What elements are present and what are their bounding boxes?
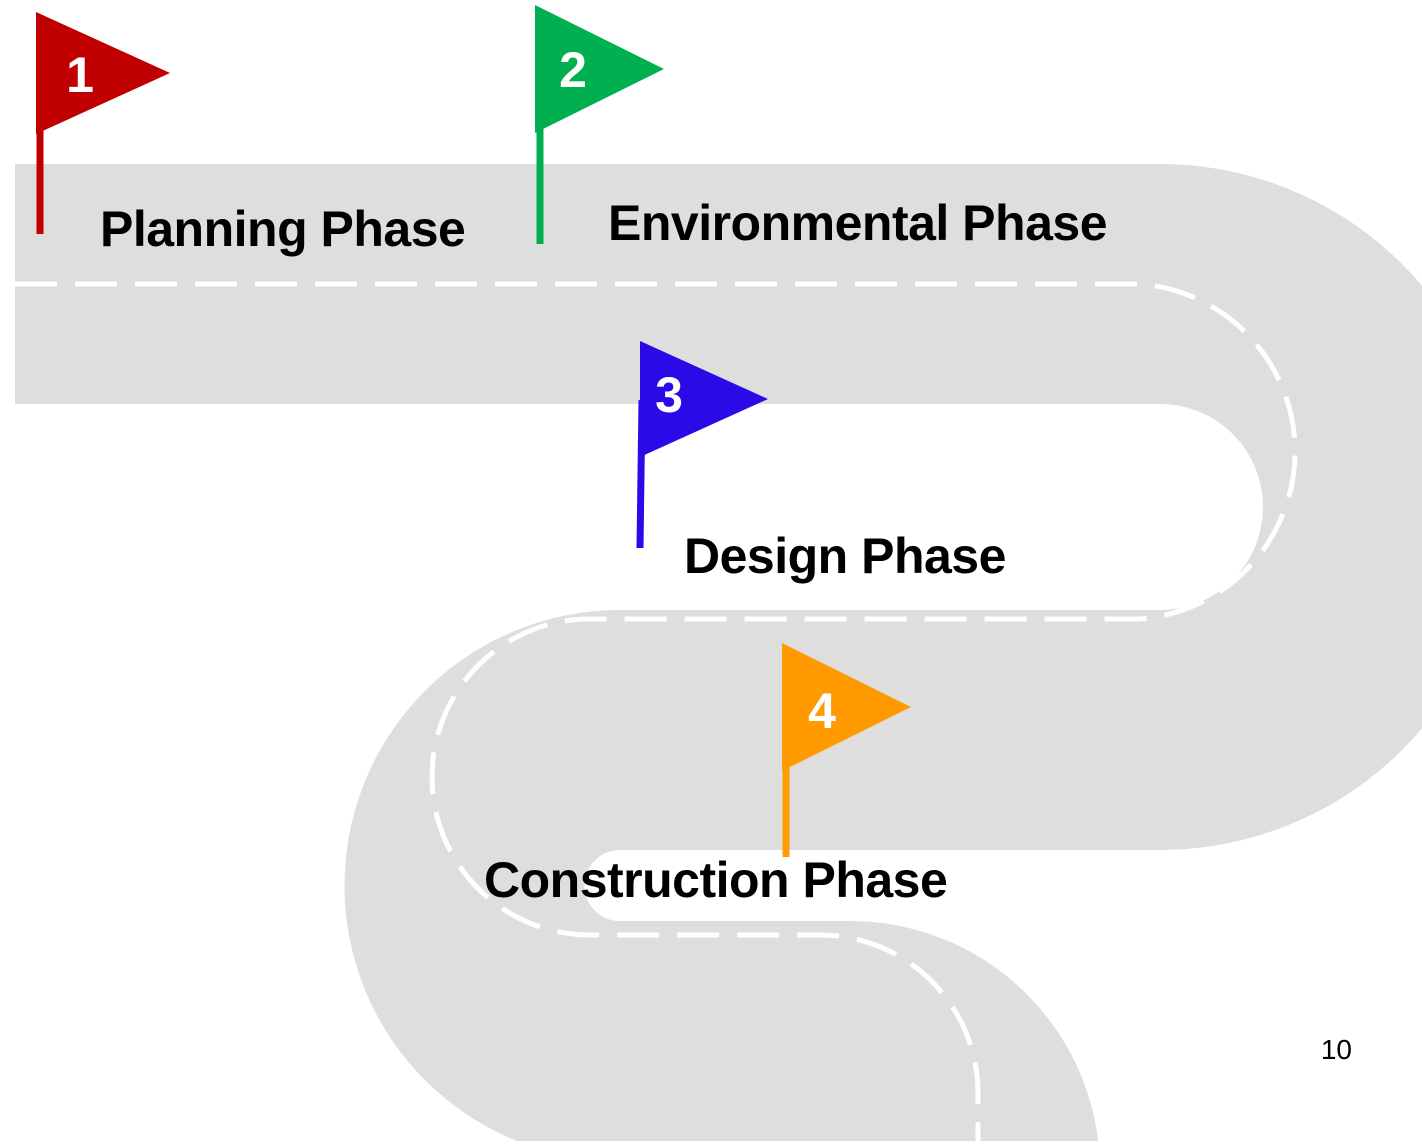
phase-label-design: Design Phase [684, 528, 1006, 584]
flag-number-1: 1 [66, 47, 94, 103]
flag-2: 2 [535, 5, 664, 244]
flag-3: 3 [636, 341, 768, 549]
flag-shape [36, 12, 170, 134]
flag-shape [782, 643, 911, 771]
flag-4: 4 [782, 643, 911, 857]
flag-number-4: 4 [808, 683, 836, 739]
road [15, 164, 1422, 1146]
phase-label-planning: Planning Phase [100, 201, 466, 257]
phase-label-environmental: Environmental Phase [608, 195, 1108, 251]
page-number: 10 [1320, 1034, 1352, 1065]
flag-1: 1 [36, 12, 170, 234]
phase-label-construction: Construction Phase [484, 852, 948, 908]
flag-number-2: 2 [559, 42, 587, 98]
flag-shape [640, 341, 768, 457]
lane-divider [15, 281, 1298, 1141]
flag-shape [535, 5, 664, 133]
flag-number-3: 3 [655, 367, 683, 423]
